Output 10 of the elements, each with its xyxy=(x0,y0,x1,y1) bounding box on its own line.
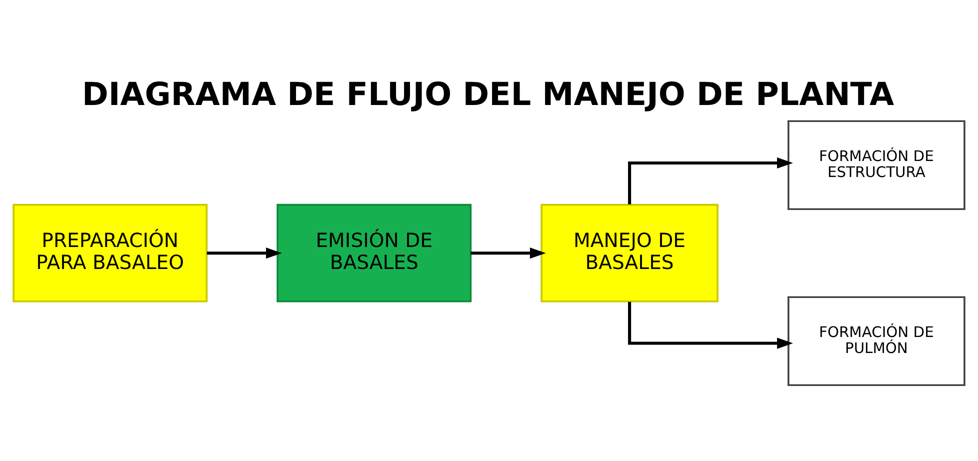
node-box: EMISIÓN DE BASALES xyxy=(276,204,472,302)
node-box: PREPARACIÓN PARA BASALEO xyxy=(12,204,208,302)
diagram-title: DIAGRAMA DE FLUJO DEL MANEJO DE PLANTA xyxy=(82,76,894,113)
arrow xyxy=(628,302,793,349)
arrow xyxy=(206,248,282,259)
node-box: MANEJO DE BASALES xyxy=(540,204,718,302)
node-box: FORMACIÓN DE ESTRUCTURA xyxy=(788,120,966,210)
node-box: FORMACIÓN DE PULMÓN xyxy=(788,296,966,386)
arrow xyxy=(470,248,546,259)
arrow xyxy=(628,157,793,204)
